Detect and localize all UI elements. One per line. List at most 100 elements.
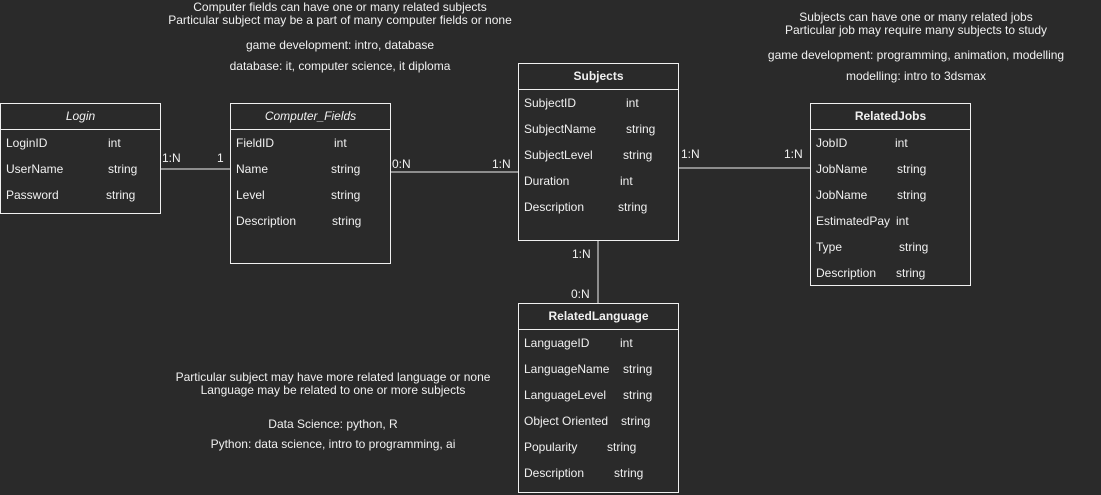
cardinality-label: 1 <box>217 151 224 165</box>
field-name: Popularity <box>524 440 578 454</box>
field-type: string <box>623 362 653 376</box>
cf-field-row: Description string <box>231 208 390 234</box>
field-name: Description <box>236 214 297 228</box>
field-name: Type <box>816 240 843 254</box>
field-type: string <box>896 266 926 280</box>
lang-field-row: Object Oriented string <box>519 408 678 434</box>
related-jobs-entity-title: RelatedJobs <box>811 104 970 130</box>
field-type: string <box>897 188 927 202</box>
computer-fields-entity-title: Computer_Fields <box>231 104 390 130</box>
field-name: Object Oriented <box>524 414 609 428</box>
login-entity-title: Login <box>1 104 160 130</box>
jobs-field-row: Description string <box>811 260 970 286</box>
note-example: Python: data science, intro to programmi… <box>210 437 456 451</box>
subjects-field-row: SubjectID int <box>519 90 678 116</box>
lang-field-row: Description string <box>519 460 678 486</box>
login-field-row: LoginID int <box>1 130 160 156</box>
field-name: JobName <box>816 162 868 176</box>
lang-field-row: LanguageID int <box>519 330 678 356</box>
field-name: LanguageLevel <box>524 388 607 402</box>
field-name: LoginID <box>6 136 48 150</box>
note-line: Particular subject may have more related… <box>175 370 491 384</box>
subjects-field-row: Duration int <box>519 168 678 194</box>
field-type: string <box>618 200 648 214</box>
cf-field-row: Name string <box>231 156 390 182</box>
field-type: string <box>626 122 656 136</box>
cardinality-label: 1:N <box>784 147 803 161</box>
cardinality-label: 0:N <box>392 157 411 171</box>
subjects-field-row: SubjectLevel string <box>519 142 678 168</box>
field-name: LanguageID <box>524 336 590 350</box>
field-type: string <box>623 388 653 402</box>
note-line: Particular subject may be a part of many… <box>168 13 512 27</box>
field-name: Description <box>524 200 585 214</box>
lang-field-row: LanguageLevel string <box>519 382 678 408</box>
cardinality-label: 1:N <box>492 157 511 171</box>
jobs-field-row: EstimatedPay int <box>811 208 970 234</box>
field-type: int <box>895 136 908 150</box>
cf-field-row: FieldID int <box>231 130 390 156</box>
lang-field-row: LanguageName string <box>519 356 678 382</box>
field-type: string <box>106 188 136 202</box>
cardinality-label: 1:N <box>681 147 700 161</box>
field-name: Name <box>236 162 269 176</box>
note-example: game development: intro, database <box>245 38 435 52</box>
note-example: game development: programming, animation… <box>767 48 1065 62</box>
related-language-entity[interactable]: RelatedLanguage LanguageID int LanguageN… <box>518 303 679 493</box>
note-example: database: it, computer science, it diplo… <box>229 59 451 73</box>
jobs-field-row: JobName string <box>811 156 970 182</box>
related-jobs-note: Subjects can have one or many related jo… <box>757 11 1075 83</box>
login-entity[interactable]: Login LoginID int UserName string Passwo… <box>0 103 161 214</box>
field-name: JobID <box>816 136 848 150</box>
related-language-entity-title: RelatedLanguage <box>519 304 678 330</box>
subjects-entity-title: Subjects <box>519 64 678 90</box>
field-name: UserName <box>6 162 64 176</box>
field-type: string <box>332 214 362 228</box>
field-name: Password <box>6 188 59 202</box>
field-name: LanguageName <box>524 362 610 376</box>
field-type: string <box>623 148 653 162</box>
lang-field-row: Popularity string <box>519 434 678 460</box>
field-name: SubjectName <box>524 122 597 136</box>
related-jobs-entity[interactable]: RelatedJobs JobID int JobName string Job… <box>810 103 971 286</box>
cardinality-label: 0:N <box>571 287 590 301</box>
field-name: Duration <box>524 174 570 188</box>
field-type: int <box>108 136 121 150</box>
field-name: SubjectLevel <box>524 148 593 162</box>
field-name: Level <box>236 188 265 202</box>
field-type: string <box>897 162 927 176</box>
subjects-field-row: Description string <box>519 194 678 220</box>
related-language-note: Particular subject may have more related… <box>163 371 503 451</box>
computer-fields-entity[interactable]: Computer_Fields FieldID int Name string … <box>230 103 391 264</box>
field-name: Description <box>524 466 585 480</box>
jobs-field-row: JobName string <box>811 182 970 208</box>
subjects-entity[interactable]: Subjects SubjectID int SubjectName strin… <box>518 63 679 241</box>
field-type: string <box>621 414 651 428</box>
field-type: string <box>607 440 637 454</box>
field-type: int <box>626 96 639 110</box>
field-name: EstimatedPay <box>816 214 891 228</box>
jobs-field-row: JobID int <box>811 130 970 156</box>
jobs-field-row: Type string <box>811 234 970 260</box>
field-type: int <box>620 174 633 188</box>
login-field-row: UserName string <box>1 156 160 182</box>
note-line: Language may be related to one or more s… <box>200 383 466 397</box>
note-line: Particular job may require many subjects… <box>784 23 1048 37</box>
field-type: string <box>899 240 929 254</box>
note-line: Computer fields can have one or many rel… <box>193 0 487 14</box>
field-name: FieldID <box>236 136 275 150</box>
note-example: Data Science: python, R <box>268 417 398 431</box>
computer-fields-note: Computer fields can have one or many rel… <box>160 1 520 73</box>
cf-field-row: Level string <box>231 182 390 208</box>
note-line: Subjects can have one or many related jo… <box>799 10 1033 24</box>
cardinality-label: 1:N <box>162 151 181 165</box>
field-type: int <box>334 136 347 150</box>
field-name: Description <box>816 266 877 280</box>
cardinality-label: 1:N <box>572 247 591 261</box>
field-name: JobName <box>816 188 868 202</box>
field-name: SubjectID <box>524 96 577 110</box>
subjects-field-row: SubjectName string <box>519 116 678 142</box>
field-type: int <box>896 214 909 228</box>
field-type: string <box>614 466 644 480</box>
